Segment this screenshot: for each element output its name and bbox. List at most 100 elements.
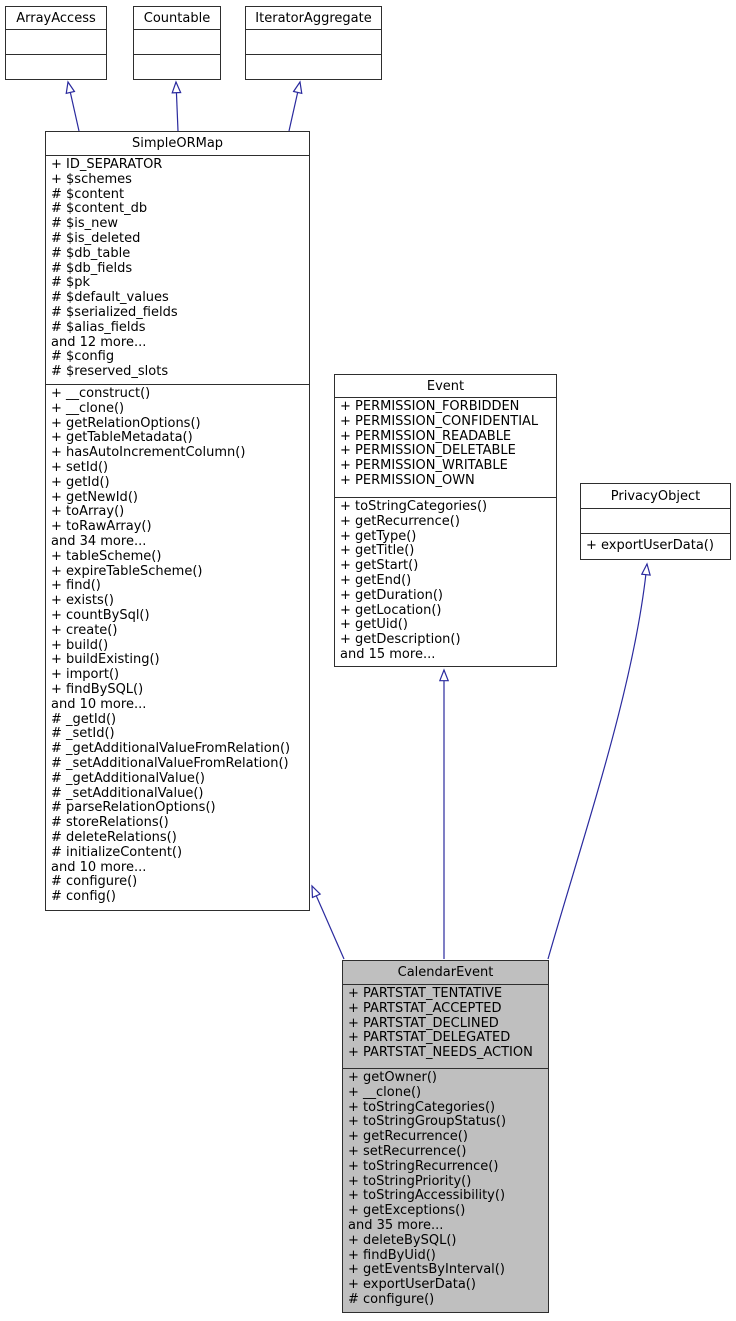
member-line: + getType() <box>340 528 417 544</box>
member-line: # $content <box>51 186 125 202</box>
class-title: SimpleORMap <box>131 136 224 151</box>
member-line: + hasAutoIncrementColumn() <box>51 445 246 461</box>
member-line: # $db_table <box>51 245 131 261</box>
member-line: # $reserved_slots <box>51 364 169 380</box>
class-methods: + exportUserData() <box>581 533 730 559</box>
member-line: + exportUserData() <box>586 537 714 553</box>
member-line: # configure() <box>51 874 138 890</box>
member-line: # $is_deleted <box>51 230 141 246</box>
member-line: + toStringGroupStatus() <box>348 1114 507 1130</box>
member-line: + toStringRecurrence() <box>348 1158 499 1174</box>
member-line: + exists() <box>51 593 114 609</box>
class-title: PrivacyObject <box>610 488 701 504</box>
member-line: + __clone() <box>348 1084 422 1100</box>
member-line: + toStringCategories() <box>348 1099 496 1115</box>
member-line: + __construct() <box>51 386 151 401</box>
member-line: + getRelationOptions() <box>51 415 201 431</box>
member-line: # $default_values <box>51 290 169 306</box>
member-line: + PARTSTAT_ACCEPTED <box>348 1000 502 1016</box>
member-line: and 12 more... <box>51 334 147 350</box>
class-attributes: + ID_SEPARATOR+ $schemes# $content# $con… <box>46 155 309 384</box>
member-line: + setId() <box>51 459 109 475</box>
class-box-event: Event + PERMISSION_FORBIDDEN+ PERMISSION… <box>334 374 557 667</box>
inheritance-arrow-calendarevent-to-simpleormap <box>312 886 345 960</box>
inheritance-arrow-calendarevent-to-privacyobject <box>547 564 647 960</box>
class-attributes: + PERMISSION_FORBIDDEN+ PERMISSION_CONFI… <box>335 397 556 497</box>
class-box-arrayaccess: ArrayAccess <box>5 6 107 80</box>
member-line: + getExceptions() <box>348 1203 466 1219</box>
member-line: # _setId() <box>51 726 115 742</box>
member-line: + getLocation() <box>340 602 442 618</box>
member-line: + create() <box>51 622 118 638</box>
member-line: + getId() <box>51 474 110 490</box>
member-line: + getEventsByInterval() <box>348 1262 505 1278</box>
member-line: # _setAdditionalValue() <box>51 785 204 801</box>
member-line: + PARTSTAT_NEEDS_ACTION <box>348 1045 533 1061</box>
member-line: # config() <box>51 889 116 905</box>
member-line: # $content_db <box>51 201 148 217</box>
member-line: # configure() <box>348 1291 435 1307</box>
class-box-simpleormap: SimpleORMap + ID_SEPARATOR+ $schemes# $c… <box>45 131 310 911</box>
class-title: Countable <box>143 10 211 26</box>
class-box-countable: Countable <box>133 6 221 80</box>
member-line: # initializeContent() <box>51 844 183 860</box>
inheritance-arrow-simpleormap-to-countable <box>176 82 178 132</box>
member-line: + getDescription() <box>340 632 461 648</box>
class-attributes <box>246 29 381 54</box>
member-line: + PERMISSION_READABLE <box>340 428 512 444</box>
member-line: + getRecurrence() <box>348 1129 468 1145</box>
member-line: # storeRelations() <box>51 815 169 831</box>
member-line: + PERMISSION_WRITABLE <box>340 458 508 474</box>
member-line: + find() <box>51 578 101 594</box>
member-line: + getOwner() <box>348 1070 437 1085</box>
member-line: + expireTableScheme() <box>51 563 203 579</box>
class-methods <box>134 54 220 79</box>
member-line: + PARTSTAT_DELEGATED <box>348 1030 511 1046</box>
member-line: and 10 more... <box>51 696 147 712</box>
class-methods: + __construct()+ __clone()+ getRelationO… <box>46 384 309 910</box>
inheritance-arrow-simpleormap-to-arrayaccess <box>68 82 80 132</box>
class-attributes <box>6 29 106 54</box>
member-line: # $serialized_fields <box>51 304 178 320</box>
class-attributes <box>134 29 220 54</box>
member-line: + toStringAccessibility() <box>348 1188 506 1204</box>
class-attributes <box>581 508 730 533</box>
member-line: # deleteRelations() <box>51 829 177 845</box>
member-line: + toStringPriority() <box>348 1173 472 1189</box>
member-line: + exportUserData() <box>348 1277 476 1293</box>
member-line: + toStringCategories() <box>340 499 488 514</box>
member-line: + PERMISSION_DELETABLE <box>340 443 516 459</box>
member-line: + findBySQL() <box>51 681 144 697</box>
class-title: CalendarEvent <box>397 965 494 980</box>
member-line: + deleteBySQL() <box>348 1232 457 1248</box>
member-line: + ID_SEPARATOR <box>51 157 163 172</box>
member-line: # $alias_fields <box>51 319 146 335</box>
member-line: + build() <box>51 637 109 653</box>
member-line: # _setAdditionalValueFromRelation() <box>51 755 289 771</box>
inheritance-arrow-simpleormap-to-iteratoraggregate <box>288 82 300 132</box>
member-line: + $schemes <box>51 171 132 187</box>
member-line: # $config <box>51 349 115 365</box>
member-line: + getTableMetadata() <box>51 430 193 446</box>
member-line: + PARTSTAT_TENTATIVE <box>348 986 503 1001</box>
class-box-privacyobject: PrivacyObject + exportUserData() <box>580 483 731 560</box>
class-box-iteratoraggregate: IteratorAggregate <box>245 6 382 80</box>
class-attributes: + PARTSTAT_TENTATIVE+ PARTSTAT_ACCEPTED +… <box>343 984 548 1068</box>
member-line: and 10 more... <box>51 859 147 875</box>
member-line: + PERMISSION_CONFIDENTIAL <box>340 413 539 429</box>
member-line: and 34 more... <box>51 533 147 549</box>
member-line: + getEnd() <box>340 572 412 588</box>
member-line: # _getAdditionalValue() <box>51 770 205 786</box>
member-line: + findByUid() <box>348 1247 436 1263</box>
member-line: + import() <box>51 667 120 683</box>
member-line: + getDuration() <box>340 587 443 603</box>
member-line: + setRecurrence() <box>348 1143 467 1159</box>
class-methods <box>246 54 381 79</box>
member-line: + buildExisting() <box>51 652 160 668</box>
class-title: Event <box>426 378 465 394</box>
member-line: + getStart() <box>340 558 419 574</box>
member-line: # _getAdditionalValueFromRelation() <box>51 741 291 757</box>
member-line: and 15 more... <box>340 646 436 662</box>
class-box-calendarevent: CalendarEvent + PARTSTAT_TENTATIVE+ PART… <box>342 960 549 1313</box>
